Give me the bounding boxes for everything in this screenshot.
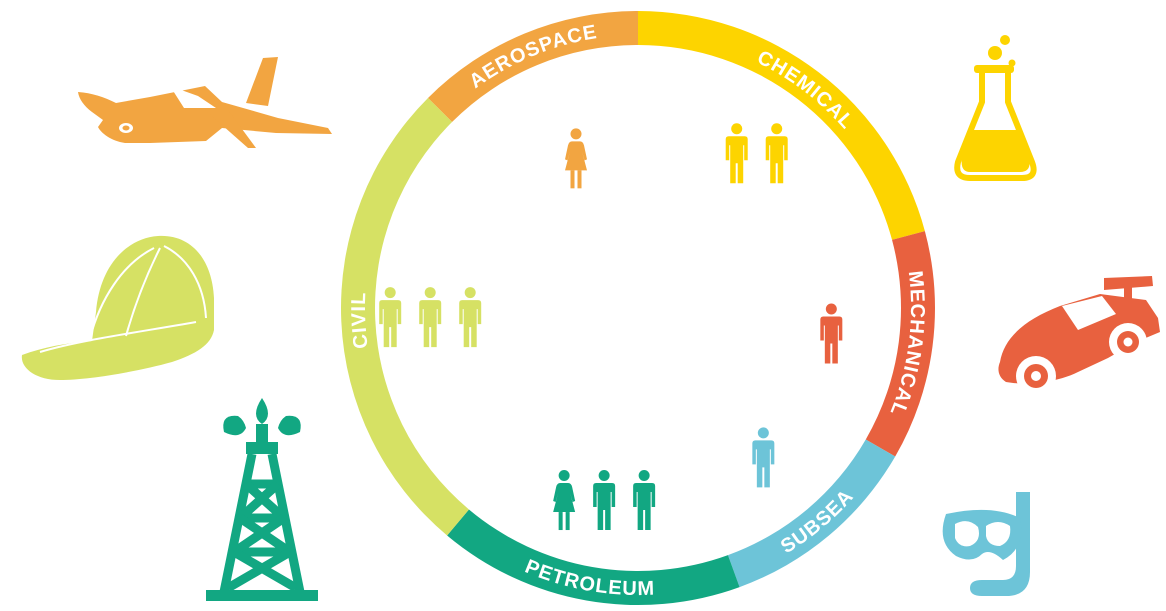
person-male-civil	[379, 287, 402, 348]
ring-segment-chemical	[638, 11, 925, 240]
person-male-petroleum	[633, 470, 656, 531]
person-male-mechanical	[820, 303, 843, 364]
ring-segment-civil	[340, 97, 469, 536]
hard-hat-icon	[21, 235, 215, 380]
person-male-subsea	[752, 427, 775, 488]
flask-icon	[954, 35, 1037, 181]
person-female-petroleum	[553, 470, 576, 531]
ring-segment-petroleum	[447, 509, 740, 605]
ring-segment-aerospace	[427, 10, 638, 123]
ring-segment-mechanical	[865, 231, 935, 457]
person-male-civil	[459, 287, 482, 348]
snorkel-mask-icon	[942, 492, 1030, 596]
airplane-icon	[78, 57, 332, 148]
ring-segment-subsea	[727, 439, 896, 588]
ring-label-subsea: SUBSEA	[777, 485, 858, 558]
ring-segments	[340, 10, 935, 605]
ring-label-chemical: CHEMICAL	[754, 47, 858, 134]
ring-label-mechanical: MECHANICAL	[885, 270, 928, 420]
person-male-chemical	[725, 123, 748, 184]
race-car-icon	[998, 276, 1160, 396]
oil-derrick-icon	[206, 398, 318, 601]
person-female-aerospace	[565, 128, 588, 189]
person-male-petroleum	[593, 470, 616, 531]
person-male-chemical	[765, 123, 788, 184]
person-male-civil	[419, 287, 442, 348]
people-figures	[379, 123, 843, 531]
ring-label-civil: CIVIL	[348, 291, 373, 350]
